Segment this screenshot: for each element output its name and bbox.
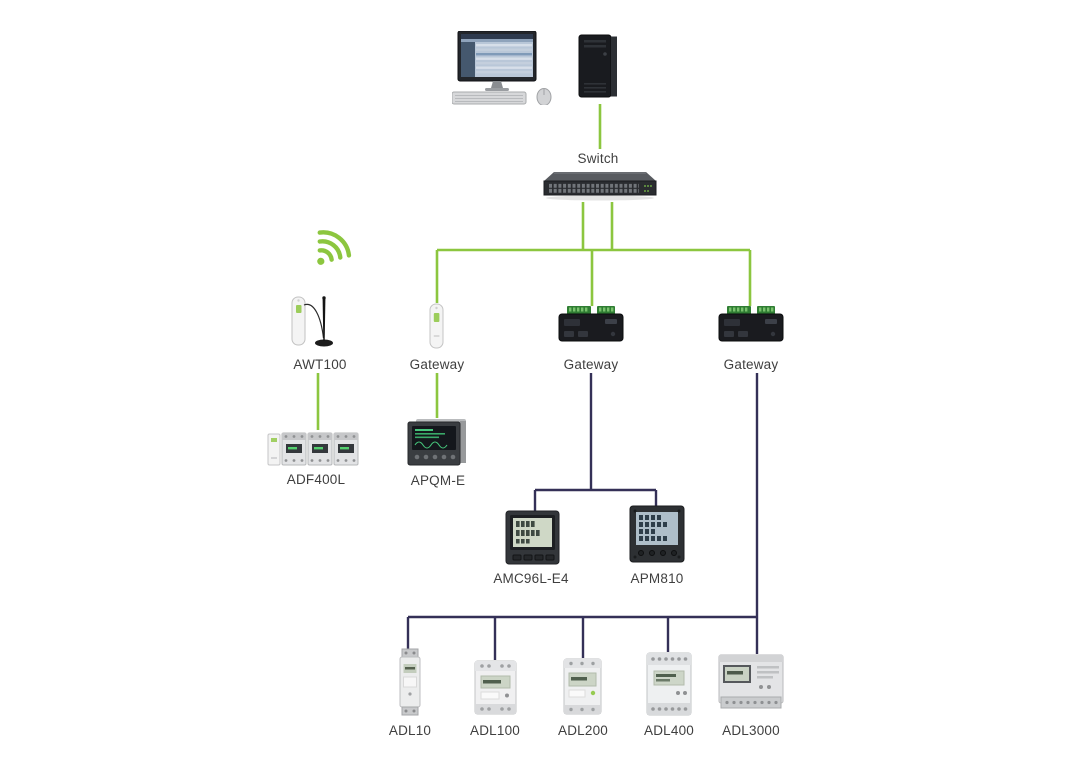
- amc96l-e4-device: [505, 510, 560, 566]
- gateway-mid-device: [555, 304, 627, 346]
- adl3000-label: ADL3000: [722, 723, 780, 738]
- dark-wires: [406, 373, 759, 660]
- amc96l-e4-label: AMC96L-E4: [493, 571, 569, 586]
- adl10-device: [397, 648, 423, 716]
- gateway-right-label: Gateway: [723, 357, 779, 372]
- apqm-e-device: [406, 417, 470, 469]
- network-switch-icon: [542, 165, 658, 203]
- pc-tower-icon: [576, 33, 622, 101]
- adl400-label: ADL400: [644, 723, 694, 738]
- gateway-right-device: [715, 304, 787, 346]
- awt100-label: AWT100: [293, 357, 347, 372]
- apm810-label: APM810: [630, 571, 684, 586]
- adl200-label: ADL200: [558, 723, 608, 738]
- adl100-device: [473, 659, 518, 716]
- awt100-device: [288, 291, 346, 355]
- apqm-e-label: APQM-E: [410, 473, 466, 488]
- gateway-left-device: [427, 301, 447, 351]
- adl3000-device: [717, 653, 785, 710]
- wifi-icon: [298, 220, 363, 284]
- adl10-label: ADL10: [388, 723, 432, 738]
- desktop-computer-icon: [451, 30, 560, 106]
- adl100-label: ADL100: [470, 723, 520, 738]
- gateway-mid-label: Gateway: [563, 357, 619, 372]
- switch-label: Switch: [577, 151, 619, 166]
- adf400l-label: ADF400L: [286, 472, 346, 487]
- adf400l-device: [266, 429, 364, 469]
- adl400-device: [645, 651, 693, 717]
- apm810-device: [629, 505, 685, 563]
- adl200-device: [562, 657, 603, 716]
- gateway-left-label: Gateway: [409, 357, 465, 372]
- green-wires: [316, 104, 752, 430]
